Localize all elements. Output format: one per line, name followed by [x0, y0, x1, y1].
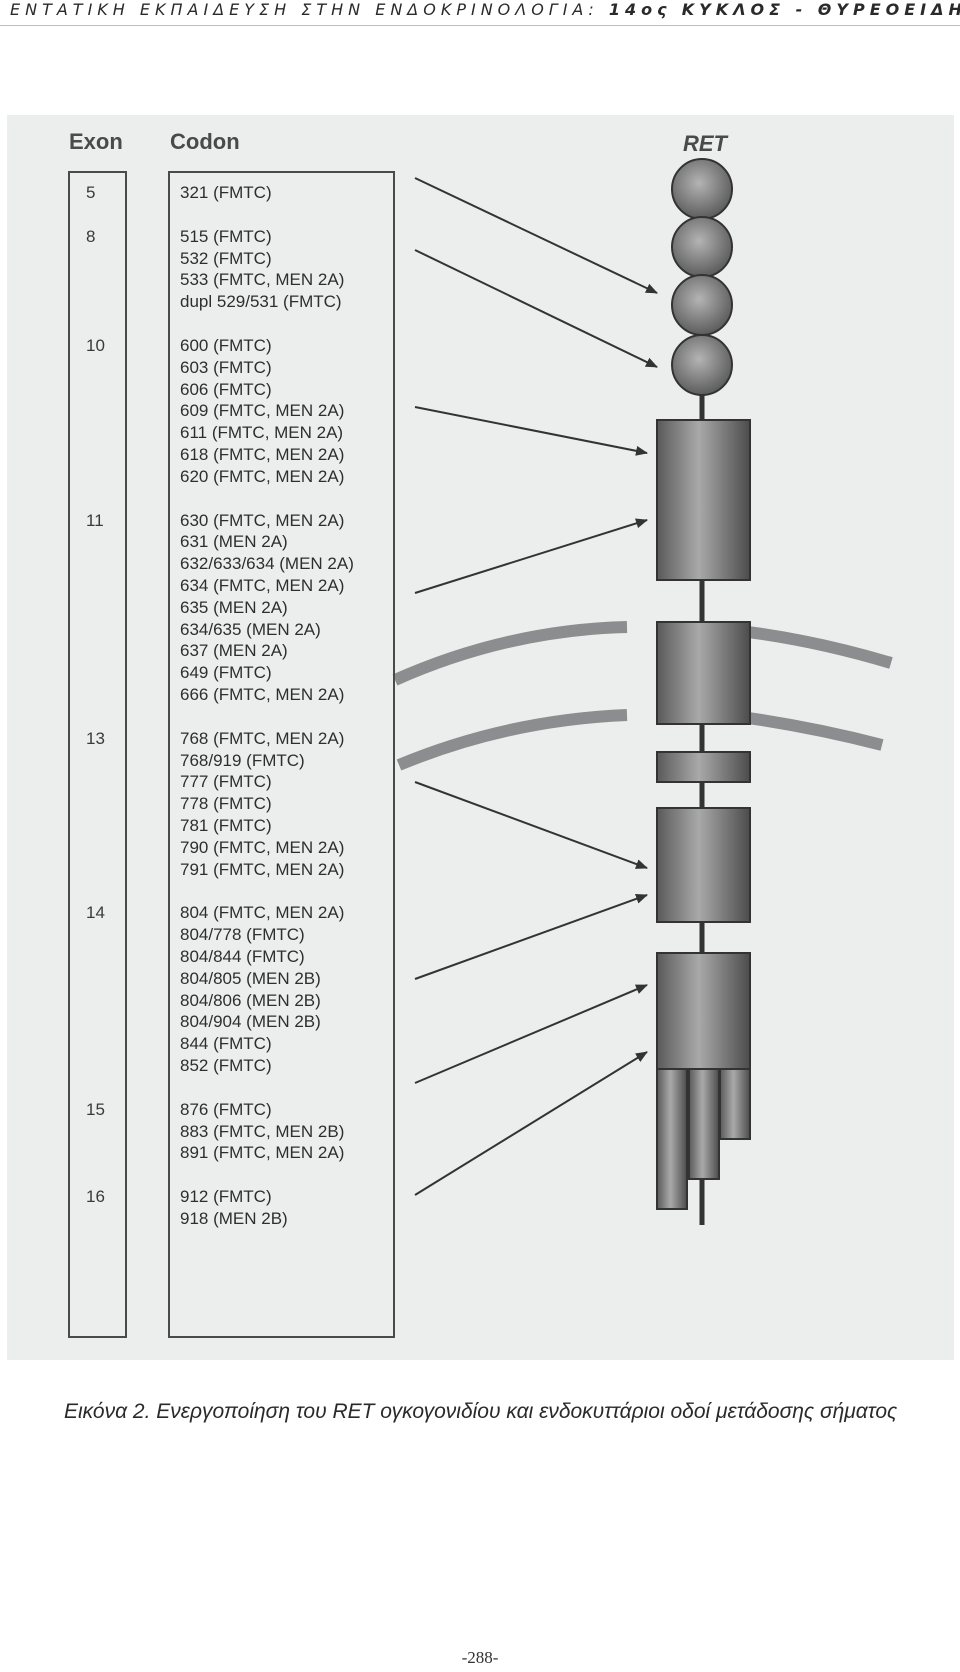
exon-column-header: Exon: [69, 129, 123, 154]
ret-cadherin-domain-1: [671, 158, 733, 220]
codon-entry: 609 (FMTC, MEN 2A): [180, 401, 345, 421]
membrane-arc-inner: [396, 709, 628, 771]
header-divider: [0, 25, 960, 26]
codon-entry: 891 (FMTC, MEN 2A): [180, 1143, 345, 1163]
codon-entry: 804/844 (FMTC): [180, 947, 305, 966]
ret-juxtamembrane-segment: [656, 751, 751, 783]
arrow-exon-5: [414, 177, 658, 294]
codon-entry: 781 (FMTC): [180, 816, 272, 835]
ret-tail-3: [719, 1068, 751, 1140]
header-cycle-number: 14ος: [608, 0, 672, 19]
exon-number: 5: [86, 183, 96, 202]
codon-entry: 666 (FMTC, MEN 2A): [180, 685, 345, 704]
arrow-exon-14a: [414, 894, 648, 980]
codon-entry: 606 (FMTC): [180, 379, 272, 399]
membrane-arc-outer: [392, 621, 628, 686]
codon-entry: 804 (FMTC, MEN 2A): [180, 903, 345, 923]
codon-entry: 533 (FMTC, MEN 2A): [180, 270, 345, 290]
codon-entry: 912 (FMTC): [180, 1187, 272, 1207]
ret-tyrosine-kinase-domain-1: [656, 807, 751, 923]
codon-entry: 883 (FMTC, MEN 2B): [180, 1121, 345, 1141]
ret-tail-1: [656, 1068, 688, 1210]
codon-entry: 618 (FMTC, MEN 2A): [180, 445, 345, 464]
codon-entry: 603 (FMTC): [180, 357, 272, 377]
codon-entry: 778 (FMTC): [180, 794, 272, 814]
codon-entry: 791 (FMTC, MEN 2A): [180, 859, 345, 879]
codon-entry: dupl 529/531 (FMTC): [180, 292, 342, 312]
codon-entry: 532 (FMTC): [180, 248, 272, 268]
codon-column-header: Codon: [170, 129, 240, 154]
exon-number: 15: [86, 1099, 105, 1119]
codon-entry: 620 (FMTC, MEN 2A): [180, 466, 345, 486]
codon-entry: 634/635 (MEN 2A): [180, 619, 321, 639]
arrow-exon-11: [414, 518, 648, 594]
codon-entry: 631 (MEN 2A): [180, 532, 288, 552]
exon-number: 11: [86, 510, 104, 530]
codon-entry: 630 (FMTC, MEN 2A): [180, 510, 345, 530]
header-cycle-name: ΚΥΚΛΟΣ - ΘΥΡΕΟΕΙΔΗΣ: [681, 0, 960, 19]
page-number: -288-: [461, 1648, 499, 1667]
codon-entry: 804/904 (MEN 2B): [180, 1012, 321, 1032]
arrow-exon-16: [414, 1051, 648, 1196]
ret-label: RET: [683, 131, 727, 156]
codon-entry: 637 (MEN 2A): [180, 641, 288, 661]
codon-entry: 804/806 (MEN 2B): [180, 990, 321, 1010]
exon-number: 10: [86, 336, 105, 355]
ret-figure: Exon Codon RET 5 8 10 11 13 14 15 16 321 (FMTC)…: [7, 115, 954, 1360]
codon-entry: 804/805 (MEN 2B): [180, 968, 321, 988]
codon-entry: 632/633/634 (MEN 2A): [180, 554, 354, 574]
arrow-exon-10: [414, 406, 648, 456]
codon-entry: 635 (MEN 2A): [180, 597, 288, 617]
codon-entry: 649 (FMTC): [180, 663, 272, 683]
running-header: ΕΝΤΑΤΙΚΗ ΕΚΠΑΙΔΕΥΣΗ ΣΤΗΝ ΕΝΔΟΚΡΙΝΟΛΟΓΙΑ:…: [10, 0, 960, 24]
arrow-exon-13: [414, 781, 648, 869]
ret-tail-2: [688, 1068, 720, 1180]
codon-entry: 768 (FMTC, MEN 2A): [180, 728, 345, 748]
ret-cadherin-domain-4: [671, 334, 733, 396]
arrow-exon-8: [414, 249, 658, 368]
exon-number: 8: [86, 226, 96, 246]
codon-entry: 321 (FMTC): [180, 183, 272, 202]
codon-entry: 852 (FMTC): [180, 1056, 272, 1075]
header-title: ΕΝΤΑΤΙΚΗ ΕΚΠΑΙΔΕΥΣΗ ΣΤΗΝ ΕΝΔΟΚΡΙΝΟΛΟΓΙΑ:: [10, 0, 599, 19]
codon-entry: 515 (FMTC): [180, 226, 272, 246]
figure-caption: Εικόνα 2. Ενεργοποίηση του RET ογκογονιδ…: [64, 1400, 898, 1423]
exon-number: 16: [86, 1187, 105, 1207]
codon-entry: 804/778 (FMTC): [180, 925, 305, 945]
codon-entry: 918 (MEN 2B): [180, 1209, 288, 1228]
arrow-exon-14b: [414, 984, 648, 1084]
codon-entry: 611 (FMTC, MEN 2A): [180, 423, 344, 443]
ret-tyrosine-kinase-domain-2: [656, 952, 751, 1070]
codon-entry: 634 (FMTC, MEN 2A): [180, 576, 345, 595]
ret-cysteine-rich-domain: [656, 419, 751, 581]
exon-number: 14: [86, 903, 105, 923]
codon-entry: 790 (FMTC, MEN 2A): [180, 837, 345, 857]
codon-column: 321 (FMTC) 515 (FMTC)532 (FMTC)533 (FMTC,…: [168, 171, 395, 1338]
ret-transmembrane-segment: [656, 621, 751, 725]
codon-entry: 600 (FMTC): [180, 336, 272, 355]
exon-column: 5 8 10 11 13 14 15 16: [68, 171, 127, 1338]
codon-entry: 777 (FMTC): [180, 772, 272, 792]
ret-cadherin-domain-2: [671, 216, 733, 278]
exon-number: 13: [86, 728, 105, 748]
codon-entry: 768/919 (FMTC): [180, 750, 305, 770]
ret-diagram-graphic: [392, 158, 893, 1225]
ret-cadherin-domain-3: [671, 274, 733, 336]
codon-entry: 844 (FMTC): [180, 1034, 272, 1054]
codon-entry: 876 (FMTC): [180, 1099, 272, 1119]
